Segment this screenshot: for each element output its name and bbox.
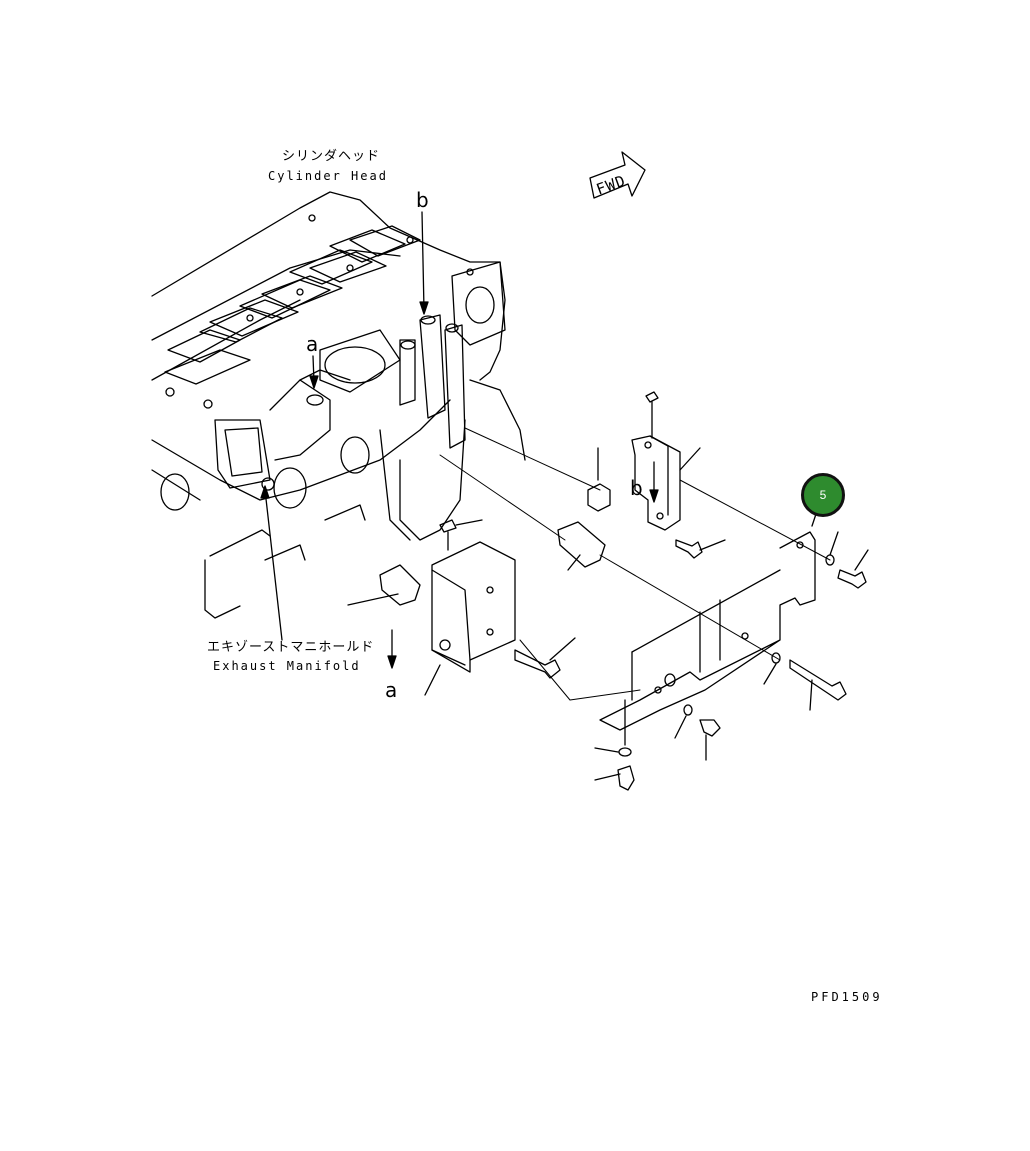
marker-leaders [260, 211, 659, 669]
exhaust-manifold-drawing [204, 314, 466, 619]
cylinder-head-label-jp: シリンダヘッド [282, 149, 381, 164]
marker-b-top: b [416, 188, 429, 212]
cylinder-head-drawing [151, 191, 526, 541]
washers [674, 531, 839, 739]
heat-shield-plate [599, 507, 819, 731]
assembly-lines [439, 427, 831, 701]
drawing-code: PFD1509 [811, 990, 883, 1004]
lower-bracket [424, 519, 516, 696]
exhaust-manifold-label-en: Exhaust Manifold [213, 659, 361, 673]
marker-a-bracket: a [385, 678, 398, 702]
exhaust-manifold-label-jp: エキゾーストマニホールド [207, 640, 375, 655]
marker-a-top: a [306, 332, 319, 356]
upper-bracket [631, 391, 701, 531]
marker-b-bracket: b [630, 476, 643, 500]
fwd-arrow [589, 151, 646, 199]
cylinder-head-label-en: Cylinder Head [268, 169, 388, 183]
spacers [347, 447, 611, 606]
callout-5-number: 5 [819, 488, 827, 502]
callout-5[interactable]: 5 [801, 473, 845, 517]
